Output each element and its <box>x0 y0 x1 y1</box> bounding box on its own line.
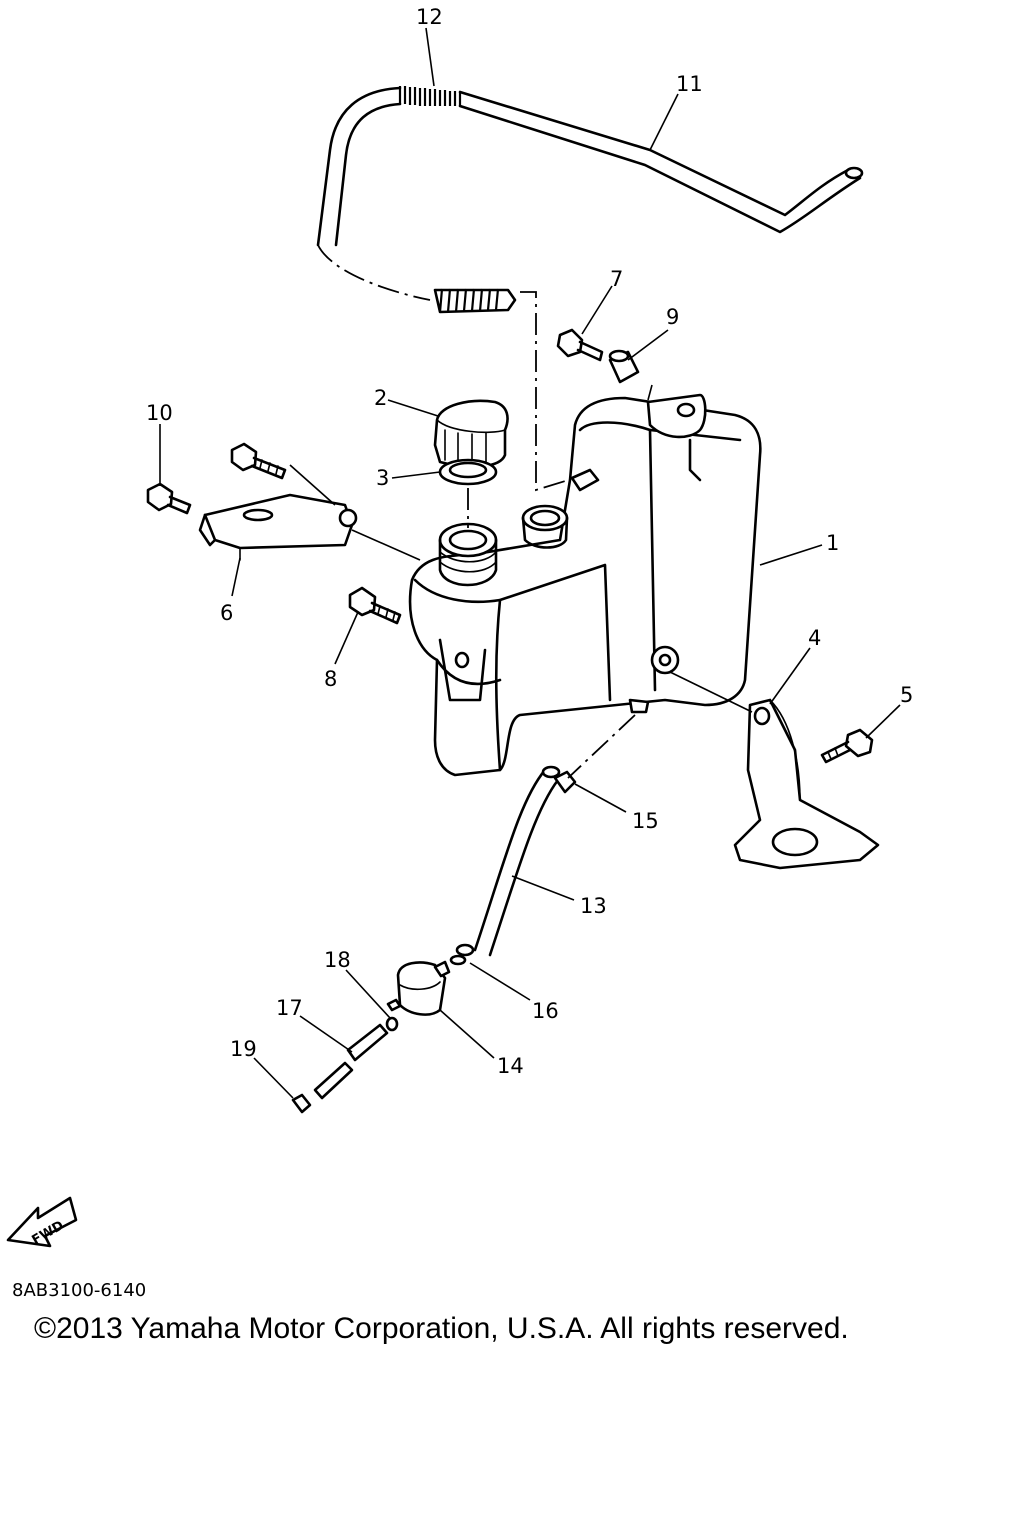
bolt-5 <box>820 728 874 764</box>
part-labels: 12 11 7 9 2 10 3 1 6 4 8 5 15 13 18 16 1… <box>146 5 913 1078</box>
bracket-left <box>198 493 358 561</box>
copyright-notice: ©2013 Yamaha Motor Corporation, U.S.A. A… <box>34 1312 849 1345</box>
label-9: 9 <box>666 305 679 329</box>
label-2: 2 <box>374 386 387 410</box>
fwd-arrow-icon: FWD <box>6 1196 78 1248</box>
vent-hose <box>316 86 864 492</box>
label-4: 4 <box>808 626 821 650</box>
tank-cap <box>433 399 509 468</box>
bolt-upper-left <box>230 442 287 480</box>
hose-coil-bottom <box>438 288 500 313</box>
fuel-filter <box>386 960 451 1016</box>
collar-9 <box>608 349 640 384</box>
label-8: 8 <box>324 667 337 691</box>
label-12: 12 <box>416 5 443 29</box>
clip-18 <box>385 1016 399 1032</box>
document-id: 8AB3100-6140 <box>12 1280 147 1301</box>
pipe-17 <box>313 1023 389 1100</box>
oil-tank <box>408 393 762 777</box>
hose-13 <box>473 765 577 957</box>
label-18: 18 <box>324 948 351 972</box>
label-13: 13 <box>580 894 607 918</box>
label-6: 6 <box>220 601 233 625</box>
bolt-10 <box>146 482 192 515</box>
label-11: 11 <box>676 72 703 96</box>
cap-gasket <box>438 458 498 486</box>
label-19: 19 <box>230 1037 257 1061</box>
label-15: 15 <box>632 809 659 833</box>
label-7: 7 <box>610 267 623 291</box>
clip-16 <box>449 943 475 966</box>
label-14: 14 <box>497 1054 524 1078</box>
bolt-8 <box>348 586 402 625</box>
parts-diagram: 12 11 7 9 2 10 3 1 6 4 8 5 15 13 18 16 1… <box>6 5 913 1248</box>
label-1: 1 <box>826 531 839 555</box>
label-10: 10 <box>146 401 173 425</box>
cap-19 <box>291 1093 312 1114</box>
leaders <box>159 27 901 1099</box>
label-3: 3 <box>376 466 389 490</box>
bracket-right <box>733 698 880 870</box>
label-17: 17 <box>276 996 303 1020</box>
label-16: 16 <box>532 999 559 1023</box>
hose-coil-top <box>398 86 462 106</box>
label-5: 5 <box>900 683 913 707</box>
bolt-7 <box>556 328 604 362</box>
